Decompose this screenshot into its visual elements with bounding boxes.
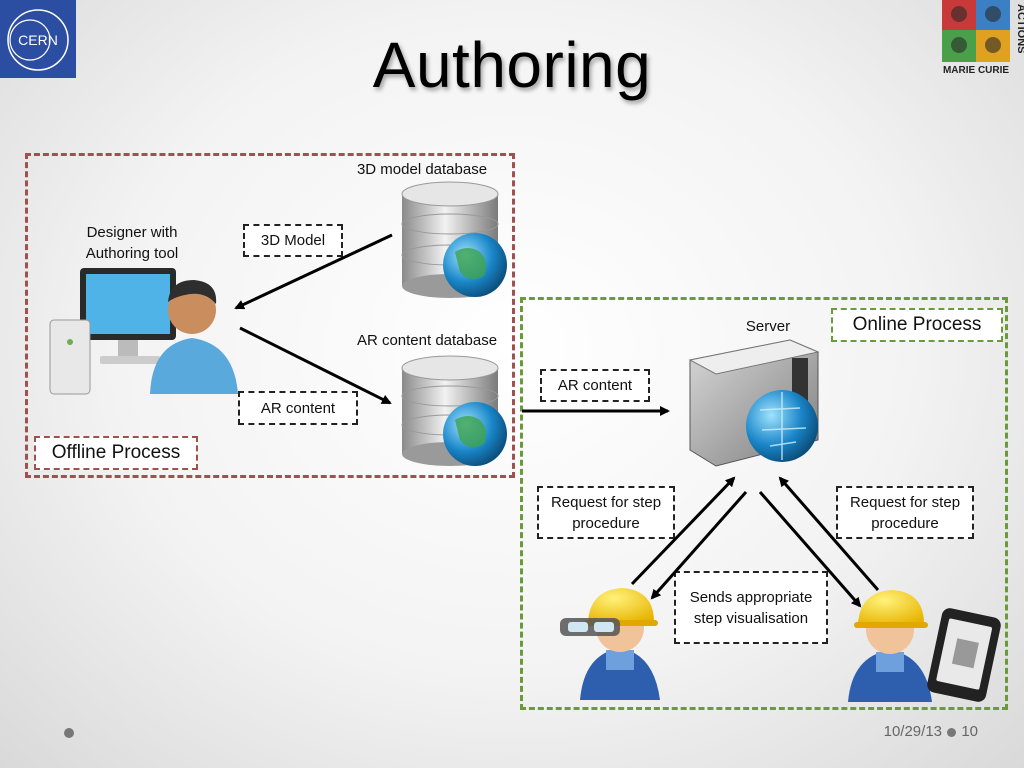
offline-region	[25, 153, 515, 478]
worker-with-tablet-icon	[848, 590, 1001, 702]
cern-logo: CERN	[0, 0, 76, 78]
edge-label-ar-content-online: AR content	[540, 369, 650, 402]
footer-bullet-right	[947, 728, 956, 737]
ar-db-label: AR content database	[356, 332, 498, 349]
request-label-right: Request for step procedure	[836, 486, 974, 539]
svg-text:ACTIONS: ACTIONS	[1015, 4, 1024, 54]
server-icon	[688, 339, 820, 467]
slide-page-number: 10	[961, 723, 978, 740]
online-region	[520, 297, 1008, 710]
3d-model-database-icon	[401, 181, 507, 298]
arrow-server-to-left-worker	[650, 491, 748, 600]
server-label: Server	[745, 318, 791, 335]
online-process-label: Online Process	[831, 308, 1003, 342]
svg-text:MARIE CURIE: MARIE CURIE	[943, 65, 1009, 76]
sends-label: Sends appropriate step visualisation	[674, 571, 828, 644]
ar-content-database-icon	[401, 355, 507, 466]
worker-with-ar-glasses-icon	[560, 588, 660, 700]
model-db-label: 3D model database	[356, 161, 488, 178]
slide-title: Authoring	[372, 29, 652, 101]
svg-text:CERN: CERN	[18, 32, 58, 48]
marie-curie-logo: MARIE CURIE ACTIONS	[940, 0, 1024, 78]
edge-label-3d-model: 3D Model	[243, 224, 343, 257]
arrow-3d-model-to-designer	[234, 233, 393, 310]
arrow-designer-to-ar-database	[239, 326, 392, 405]
offline-process-label: Offline Process	[34, 436, 198, 470]
designer-workstation-icon	[49, 268, 238, 395]
footer-bullet-left	[64, 728, 74, 738]
arrow-right-worker-request	[778, 476, 880, 591]
arrow-left-worker-request	[630, 476, 736, 586]
slide-date: 10/29/13	[883, 723, 942, 740]
designer-label: Designer with Authoring tool	[85, 224, 179, 262]
request-label-left: Request for step procedure	[537, 486, 675, 539]
arrow-server-to-right-worker	[758, 491, 862, 608]
edge-label-ar-content-offline: AR content	[238, 391, 358, 425]
